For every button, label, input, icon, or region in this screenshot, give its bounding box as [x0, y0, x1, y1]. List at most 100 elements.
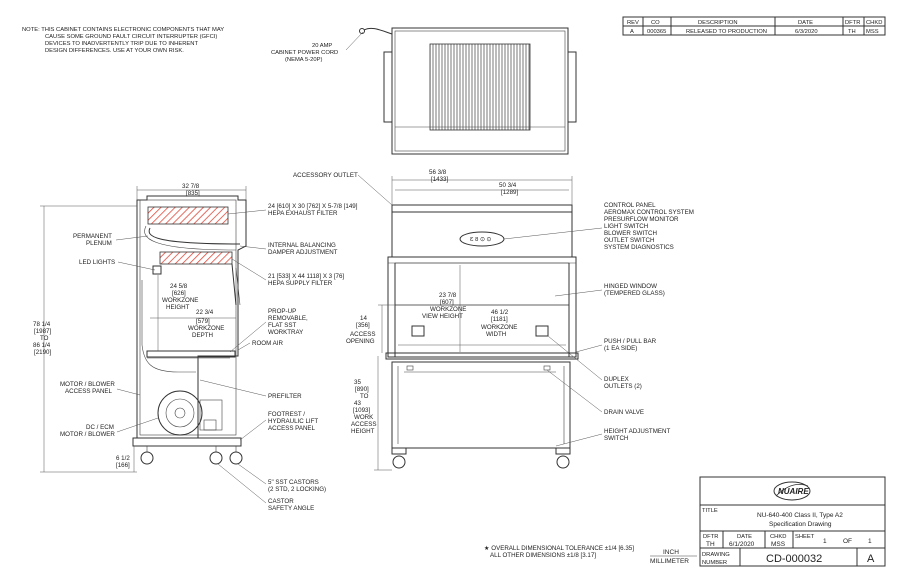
rev-value: A [630, 29, 634, 35]
dftr-header: DFTR [845, 20, 860, 26]
wz-width-3: WORKZONE [481, 324, 517, 331]
window-label-1: HINGED WINDOW [604, 283, 657, 290]
motor-label-1: DC / ECM [86, 424, 114, 431]
drawing-number: CD-000032 [766, 553, 822, 565]
work-height-1: 35 [354, 379, 361, 386]
motor-panel-label-1: MOTOR / BLOWER [60, 381, 115, 388]
side-width-dim-mm: [835] [186, 190, 200, 197]
damper-label-1: INTERNAL BALANCING [268, 242, 336, 249]
dftr-label: DFTR [703, 534, 718, 540]
control-label-5: BLOWER SWITCH [604, 230, 657, 237]
footrest-label-2: HYDRAULIC LIFT [268, 418, 318, 425]
note-line-3: DEVICES TO INADVERTENTLY TRIP DUE TO INH… [45, 41, 198, 47]
hepa-supply-filter [159, 251, 233, 265]
leg-dim: 6 1/2 [116, 455, 130, 462]
castors-label-1: 5" SST CASTORS [268, 479, 319, 486]
height-dim-4: 86 1/4 [33, 342, 51, 349]
tray-label-3: FLAT SST [268, 322, 297, 329]
height-dim-2: [1987] [34, 328, 51, 335]
control-label-1: CONTROL PANEL [604, 202, 656, 209]
tray-label-1: PROP-UP [268, 308, 296, 315]
wz-depth-2: [579] [196, 318, 210, 325]
title-line-2: Specification Drawing [769, 521, 832, 528]
sheet-label: SHEET [795, 534, 815, 540]
view-height-4: VIEW HEIGHT [422, 313, 463, 320]
front-castor-left [392, 455, 406, 469]
damper-label-2: DAMPER ADJUSTMENT [268, 249, 338, 256]
exhaust-label-1: 24 [610] X 30 [762] X 5-7/8 [149] [268, 203, 358, 210]
castor-angle-label-1: CASTOR [268, 498, 294, 505]
accessory-outlet-label: ACCESSORY OUTLET [293, 172, 358, 179]
access-opening-2: [356] [356, 322, 370, 329]
date-header: DATE [798, 20, 813, 26]
view-height-3: WORKZONE [430, 306, 466, 313]
height-dim-1: 78 1/4 [33, 321, 51, 328]
sheet-value: 1 [823, 538, 827, 545]
chkd-header: CHKD [866, 20, 882, 26]
nuaire-logo [773, 481, 811, 501]
units-millimeter: MILLIMETER [650, 558, 689, 565]
side-view: 32 7/8 [835] 78 1/4 [1987] TO 86 1/4 [21… [33, 183, 358, 512]
room-air-label: ROOM AIR [252, 340, 283, 347]
leg-dim-mm: [166] [116, 462, 130, 469]
front-inner-width-mm: [1289] [501, 189, 518, 196]
plenum-label-1: PERMANENT [73, 233, 112, 240]
wz-depth-1: 22 3/4 [196, 309, 214, 316]
front-view: Ɛ 8 ⊙ ⊙ 56 3/8 [1433] 50 3/4 [293, 169, 694, 471]
tolerance-line-1: ★ OVERALL DIMENSIONAL TOLERANCE ±1/4 [6.… [484, 545, 634, 552]
footrest-label-3: ACCESS PANEL [268, 425, 316, 432]
title-label: TITLE [702, 508, 718, 514]
drawing-label-2: NUMBER [702, 560, 727, 566]
logo-text: NUAIRE [778, 487, 809, 496]
of-value: 1 [868, 538, 872, 545]
view-height-2: [607] [440, 299, 454, 306]
work-height-4: 43 [354, 400, 361, 407]
work-height-8: HEIGHT [351, 428, 375, 435]
control-label-2: AEROMAX CONTROL SYSTEM [604, 209, 694, 216]
revision-table: REV CO DESCRIPTION DATE DFTR CHKD A 0003… [622, 16, 886, 36]
drain-label: DRAIN VALVE [604, 409, 644, 416]
power-cord-line-2: CABINET POWER CORD [271, 50, 338, 56]
work-height-5: [1093] [353, 407, 370, 414]
castor-left [140, 451, 154, 465]
wz-height-1: 24 5/8 [170, 283, 188, 290]
co-header: CO [651, 20, 660, 26]
window-label-2: (TEMPERED GLASS) [604, 290, 665, 297]
tolerance-note: ★ OVERALL DIMENSIONAL TOLERANCE ±1/4 [6.… [484, 545, 697, 565]
work-height-6: WORK [354, 414, 374, 421]
wz-height-3: WORKZONE [162, 297, 198, 304]
title-line-1: NU-640-400 Class II, Type A2 [757, 512, 843, 519]
castors-label-2: (2 STD, 2 LOCKING) [268, 486, 326, 493]
drawing-label-1: DRAWING [702, 552, 730, 558]
tray-label-4: WORKTRAY [268, 329, 303, 336]
view-height-1: 23 7/8 [439, 292, 457, 299]
supply-label-1: 21 [533] X 44 1118] X 3 [76] [268, 273, 344, 280]
access-opening-1: 14 [360, 315, 367, 322]
note-line-1: NOTE: THIS CABINET CONTAINS ELECTRONIC C… [22, 27, 224, 33]
units-inch: INCH [663, 549, 679, 556]
height-dim-3: TO [40, 335, 49, 342]
top-view: 20 AMP CABINET POWER CORD (NEMA 5-20P) [271, 27, 577, 155]
of-label: OF [843, 538, 852, 545]
front-overall-width-mm: [1433] [431, 176, 448, 183]
top-exhaust-grille [429, 43, 531, 131]
wz-depth-4: DEPTH [192, 332, 213, 339]
front-castor-right [556, 455, 570, 469]
motor-panel-label-2: ACCESS PANEL [65, 388, 113, 395]
title-block: NUAIRE TITLE NU-640-400 Class II, Type A… [699, 476, 886, 567]
supply-label-2: HEPA SUPPLY FILTER [268, 280, 333, 287]
prefilter-label: PREFILTER [268, 393, 302, 400]
control-label-7: SYSTEM DIAGNOSTICS [604, 244, 674, 251]
side-height-dim: 78 1/4 [1987] TO 86 1/4 [2190] [33, 321, 51, 356]
access-opening-4: OPENING [346, 338, 375, 345]
control-panel-callout: CONTROL PANEL AEROMAX CONTROL SYSTEM PRE… [604, 202, 694, 251]
height-switch-label-2: SWITCH [604, 435, 628, 442]
date-value: 6/1/2020 [729, 541, 755, 548]
general-note: NOTE: THIS CABINET CONTAINS ELECTRONIC C… [22, 27, 224, 54]
note-line-4: DESIGN DIFFERENCES. USE AT YOUR OWN RISK… [45, 48, 184, 54]
footrest-label-1: FOOTREST / [268, 411, 305, 418]
dftr-value: TH [706, 541, 715, 548]
rev-header: REV [627, 20, 639, 26]
